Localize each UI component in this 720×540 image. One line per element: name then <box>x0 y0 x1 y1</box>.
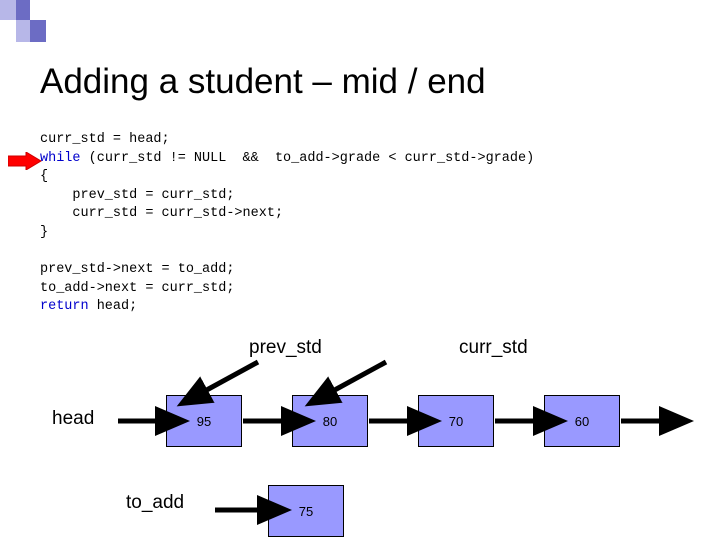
list-node-4: 60 <box>544 395 620 447</box>
corner-block-1 <box>0 0 16 20</box>
new-node: 75 <box>268 485 344 537</box>
code-text: } <box>40 224 49 240</box>
code-line: curr_std = curr_std->next; <box>40 205 534 224</box>
corner-block-2 <box>16 0 30 20</box>
corner-block-3 <box>30 0 46 20</box>
code-text: head; <box>88 299 138 315</box>
code-text: curr_std = curr_std->next; <box>40 206 284 222</box>
code-line: prev_std->next = to_add; <box>40 261 534 280</box>
label-head: head <box>52 408 95 429</box>
code-keyword: while <box>40 150 81 166</box>
label-to-add: to_add <box>126 492 185 513</box>
code-block: curr_std = head; while (curr_std != NULL … <box>40 131 534 317</box>
label-curr-std: curr_std <box>459 337 528 358</box>
code-line: return head; <box>40 298 534 317</box>
code-line: prev_std = curr_std; <box>40 187 534 206</box>
code-text: (curr_std != NULL && to_add->grade < cur… <box>80 150 535 166</box>
label-prev-std: prev_std <box>249 337 322 358</box>
red-pointer-icon <box>8 152 42 170</box>
corner-block-5 <box>16 20 30 42</box>
corner-block-4 <box>0 20 16 42</box>
code-text: { <box>40 169 49 185</box>
code-text: prev_std = curr_std; <box>40 187 235 203</box>
list-node-1: 95 <box>166 395 242 447</box>
list-node-3: 70 <box>418 395 494 447</box>
code-line: while (curr_std != NULL && to_add->grade… <box>40 150 534 169</box>
corner-block-6 <box>30 20 46 42</box>
code-line: curr_std = head; <box>40 131 534 150</box>
code-line <box>40 243 534 262</box>
corner-decoration <box>0 0 60 42</box>
code-line: { <box>40 168 534 187</box>
code-line: to_add->next = curr_std; <box>40 280 534 299</box>
code-text: to_add->next = curr_std; <box>40 280 235 296</box>
page-title: Adding a student – mid / end <box>40 62 486 101</box>
code-line: } <box>40 224 534 243</box>
code-text: prev_std->next = to_add; <box>40 262 235 278</box>
code-text: curr_std = head; <box>40 132 170 147</box>
list-node-2: 80 <box>292 395 368 447</box>
code-keyword: return <box>40 299 89 315</box>
